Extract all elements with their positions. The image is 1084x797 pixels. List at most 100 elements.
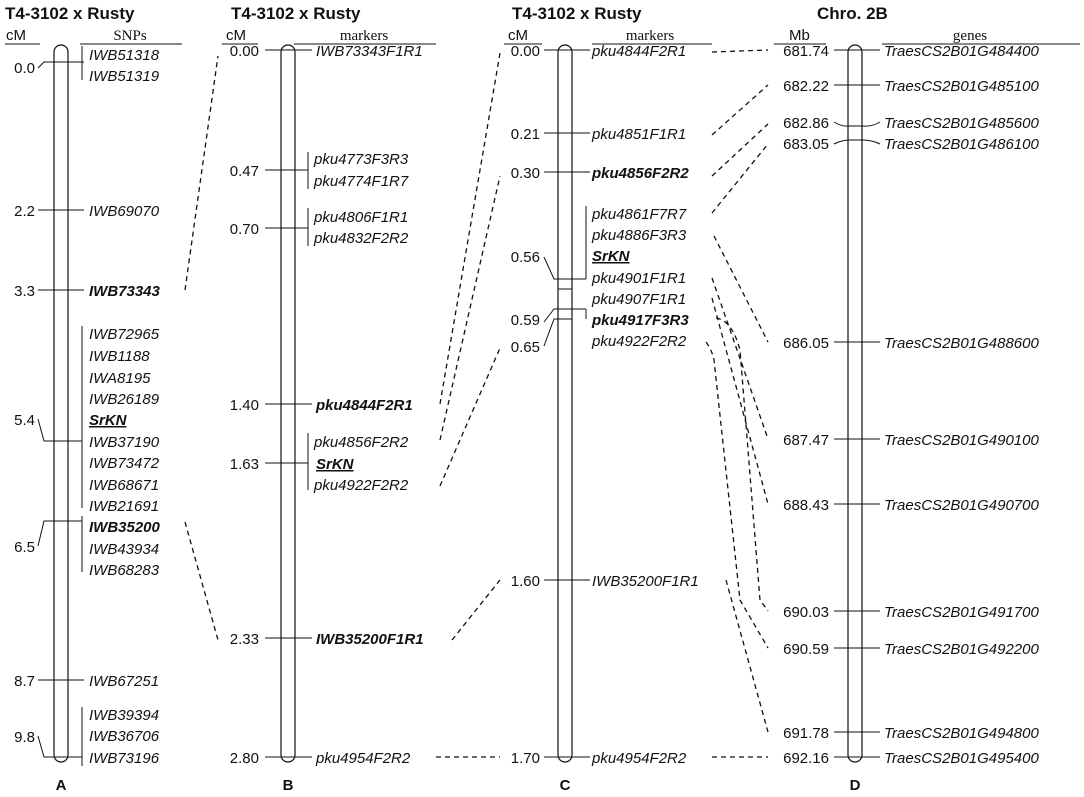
panel-c-column-header: markers	[626, 28, 674, 44]
panel-a-marker: IWB51319	[89, 68, 160, 85]
panel-c-marker: pku4886F3R3	[591, 227, 687, 244]
panel-a-locus-line	[37, 418, 68, 442]
panel-d-unit: Mb	[789, 27, 810, 44]
connector-c-d	[711, 277, 769, 440]
connector-c-d	[715, 317, 769, 612]
panel-c-marker-bold: pku4856F2R2	[591, 165, 689, 182]
panel-a-unit: cM	[6, 27, 26, 44]
panel-d-locus-line	[833, 121, 881, 127]
panel-d-column-header: genes	[953, 28, 987, 44]
panel-b-marker-bold: pku4844F2R1	[315, 397, 413, 414]
panel-d-pos: 688.43	[783, 497, 829, 514]
panel-b-marker-bold: IWB35200F1R1	[316, 631, 424, 648]
panel-a-pos: 3.3	[14, 283, 35, 300]
panel-a-pos: 8.7	[14, 673, 35, 690]
panel-b-pos: 0.70	[230, 221, 259, 238]
panel-c-locus-line	[543, 318, 572, 347]
panel-b: T4-3102 x Rusty cM markers 0.00 0.47 0.7…	[222, 4, 436, 794]
panel-a-marker: IWB67251	[89, 673, 159, 690]
connector-c-d	[711, 143, 769, 214]
panel-a-chromosome-bar	[53, 44, 69, 763]
panel-b-pos: 2.80	[230, 750, 259, 767]
panel-c: T4-3102 x Rusty cM markers 0.00 0.21 0.3…	[504, 4, 712, 794]
panel-d-pos: 682.22	[783, 78, 829, 95]
panel-c-pos: 0.56	[511, 249, 540, 266]
panel-a-marker: IWB69070	[89, 203, 160, 220]
panel-c-marker: pku4907F1R1	[591, 291, 686, 308]
panel-b-marker: pku4773F3R3	[313, 151, 409, 168]
panel-a-marker-bold: IWB35200	[89, 519, 161, 536]
panel-c-marker: pku4851F1R1	[591, 126, 686, 143]
panel-a-marker: IWB68671	[89, 477, 159, 494]
panel-b-unit: cM	[226, 27, 246, 44]
panel-c-marker: pku4922F2R2	[591, 333, 687, 350]
panel-b-pos: 2.33	[230, 631, 259, 648]
connector-pku4922f2r2	[439, 347, 501, 487]
panel-d-pos: 690.03	[783, 604, 829, 621]
panel-b-marker: pku4856F2R2	[313, 434, 409, 451]
panel-a-pos: 5.4	[14, 412, 35, 429]
panel-a-marker: IWB43934	[89, 541, 159, 558]
panel-b-label: B	[283, 777, 294, 794]
panel-d-pos: 687.47	[783, 432, 829, 449]
panel-b-marker: pku4922F2R2	[313, 477, 409, 494]
connector-c-d	[711, 84, 769, 136]
panel-a-locus-line	[37, 520, 68, 547]
panel-d-gene: TraesCS2B01G491700	[884, 604, 1039, 621]
panel-b-marker: pku4774F1R7	[313, 173, 409, 190]
connector-pku4856f2r2	[439, 175, 501, 441]
panel-b-pos: 1.40	[230, 397, 259, 414]
panel-a-marker: IWB21691	[89, 498, 159, 515]
panel-c-pos: 1.70	[511, 750, 540, 767]
panel-d-pos: 686.05	[783, 335, 829, 352]
connector-c-d	[713, 235, 769, 343]
panel-d-label: D	[850, 777, 861, 794]
panel-d-gene: TraesCS2B01G495400	[884, 750, 1039, 767]
panel-c-pos: 1.60	[511, 573, 540, 590]
panel-d-gene: TraesCS2B01G485100	[884, 78, 1039, 95]
panel-b-marker-srkn: SrKN	[316, 456, 355, 473]
panel-d-locus-line	[833, 139, 881, 145]
panel-c-pos: 0.30	[511, 165, 540, 182]
panel-d-gene: TraesCS2B01G494800	[884, 725, 1039, 742]
panel-c-marker: pku4861F7R7	[591, 206, 687, 223]
panel-c-marker: pku4954F2R2	[591, 750, 687, 767]
panel-d-pos: 692.16	[783, 750, 829, 767]
panel-d-pos: 691.78	[783, 725, 829, 742]
panel-c-chromosome-bar	[557, 44, 573, 763]
panel-a-marker: IWB73196	[89, 750, 160, 767]
panel-c-pos: 0.65	[511, 339, 540, 356]
panel-d-chromosome-bar	[847, 44, 863, 763]
panel-a-marker-srkn: SrKN	[89, 412, 128, 429]
panel-c-locus-line	[543, 308, 572, 323]
panel-c-marker-srkn: SrKN	[592, 248, 631, 265]
panel-a-pos: 2.2	[14, 203, 35, 220]
panel-c-marker: pku4844F2R1	[591, 43, 686, 60]
panel-c-marker-bold: pku4917F3R3	[591, 312, 689, 329]
panel-c-title: T4-3102 x Rusty	[512, 4, 642, 23]
panel-a-marker: IWB26189	[89, 391, 160, 408]
panel-d-gene: TraesCS2B01G486100	[884, 136, 1039, 153]
connector-c-d	[705, 341, 769, 649]
panel-d-gene: TraesCS2B01G490700	[884, 497, 1039, 514]
panel-a-marker: IWB36706	[89, 728, 160, 745]
panel-c-marker: pku4901F1R1	[591, 270, 686, 287]
panel-c-label: C	[560, 777, 571, 794]
panel-d: Chro. 2B Mb genes 681.74 682.22 682.86 6…	[774, 4, 1080, 794]
panel-a-pos: 0.0	[14, 60, 35, 77]
panel-d-gene: TraesCS2B01G492200	[884, 641, 1039, 658]
panel-a-marker: IWB39394	[89, 707, 159, 724]
panel-d-pos: 690.59	[783, 641, 829, 658]
connector-c-d	[711, 297, 769, 505]
panel-b-marker: pku4832F2R2	[313, 230, 409, 247]
panel-d-pos: 682.86	[783, 115, 829, 132]
panel-a-marker: IWB1188	[89, 348, 150, 365]
panel-d-pos: 681.74	[783, 43, 829, 60]
panel-d-gene: TraesCS2B01G490100	[884, 432, 1039, 449]
panel-a: T4-3102 x Rusty cM SNPs 0.0 2.2 3.3 5.4 …	[5, 4, 182, 794]
panel-c-pos: 0.59	[511, 312, 540, 329]
panel-b-marker: pku4806F1R1	[313, 209, 408, 226]
panel-d-gene: TraesCS2B01G488600	[884, 335, 1039, 352]
connector-c-d	[711, 49, 769, 53]
